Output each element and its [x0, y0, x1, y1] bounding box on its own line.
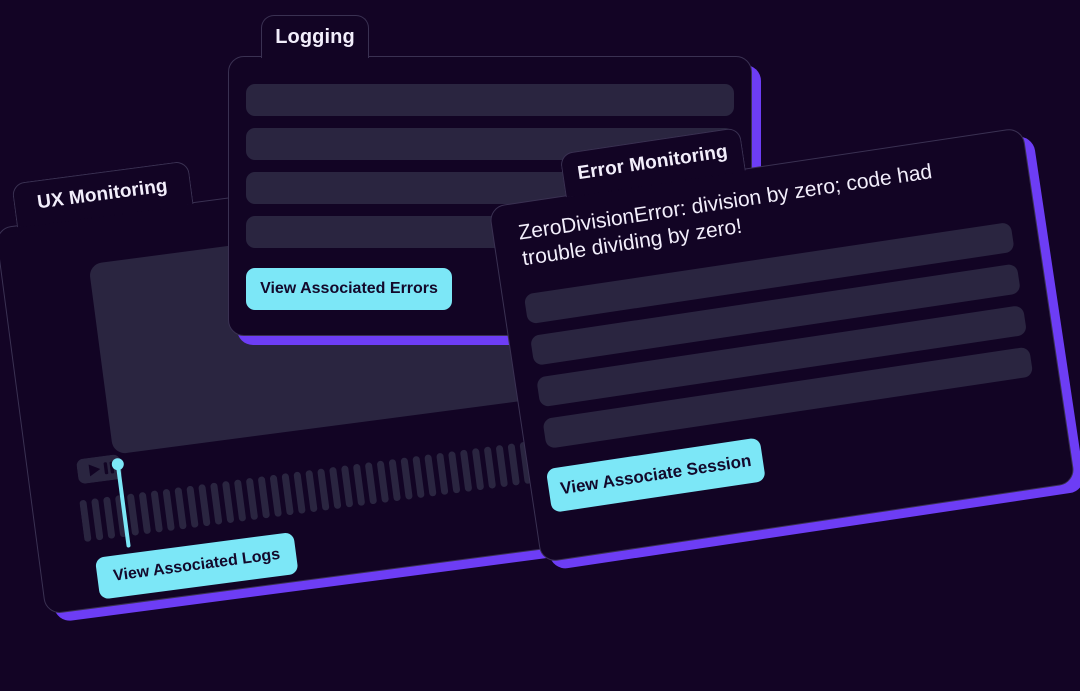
- waveform-bar: [233, 479, 247, 522]
- logging-tab[interactable]: Logging: [261, 15, 369, 58]
- waveform-bar: [424, 454, 437, 497]
- waveform-bar: [376, 460, 390, 504]
- waveform-bar: [198, 483, 211, 527]
- waveform-bar: [459, 449, 473, 493]
- waveform-bar: [126, 493, 140, 536]
- waveform-bar: [103, 496, 116, 540]
- error-monitoring-card: Error Monitoring ZeroDivisionError: divi…: [488, 126, 1080, 571]
- waveform-bar: [364, 462, 378, 505]
- waveform-bar: [507, 443, 520, 486]
- waveform-bar: [329, 466, 342, 510]
- waveform-bar: [221, 480, 235, 524]
- waveform-bar: [436, 452, 449, 496]
- waveform-bar: [186, 485, 199, 529]
- ux-monitoring-tab-label: UX Monitoring: [36, 174, 169, 213]
- ux-monitoring-card: UX Monitoring View Associated Logs: [0, 155, 612, 623]
- waveform-bar: [210, 482, 223, 525]
- waveform-bar: [138, 491, 152, 535]
- waveform-bar: [269, 474, 282, 518]
- waveform-bar: [340, 465, 354, 508]
- waveform-bar: [245, 477, 259, 521]
- waveform-bar: [174, 487, 187, 530]
- logging-tab-label: Logging: [275, 25, 355, 48]
- waveform-bar: [305, 469, 318, 513]
- waveform-bar: [352, 463, 366, 507]
- waveform-bar: [150, 490, 164, 533]
- waveform-bar: [281, 473, 294, 516]
- waveform-bar: [400, 457, 413, 500]
- waveform-bar: [448, 451, 461, 494]
- view-associated-errors-button[interactable]: View Associated Errors: [246, 268, 452, 310]
- waveform-bar: [412, 455, 425, 499]
- waveform-bar: [471, 447, 485, 491]
- skeleton-row: [246, 84, 734, 116]
- waveform-bar: [162, 488, 175, 532]
- waveform-bar: [257, 476, 271, 519]
- waveform-bar: [388, 458, 401, 502]
- waveform-bar: [91, 498, 104, 541]
- waveform-bar: [495, 444, 509, 488]
- waveform-bar: [483, 446, 497, 489]
- waveform-bar: [293, 471, 306, 514]
- waveform-bar: [317, 468, 330, 511]
